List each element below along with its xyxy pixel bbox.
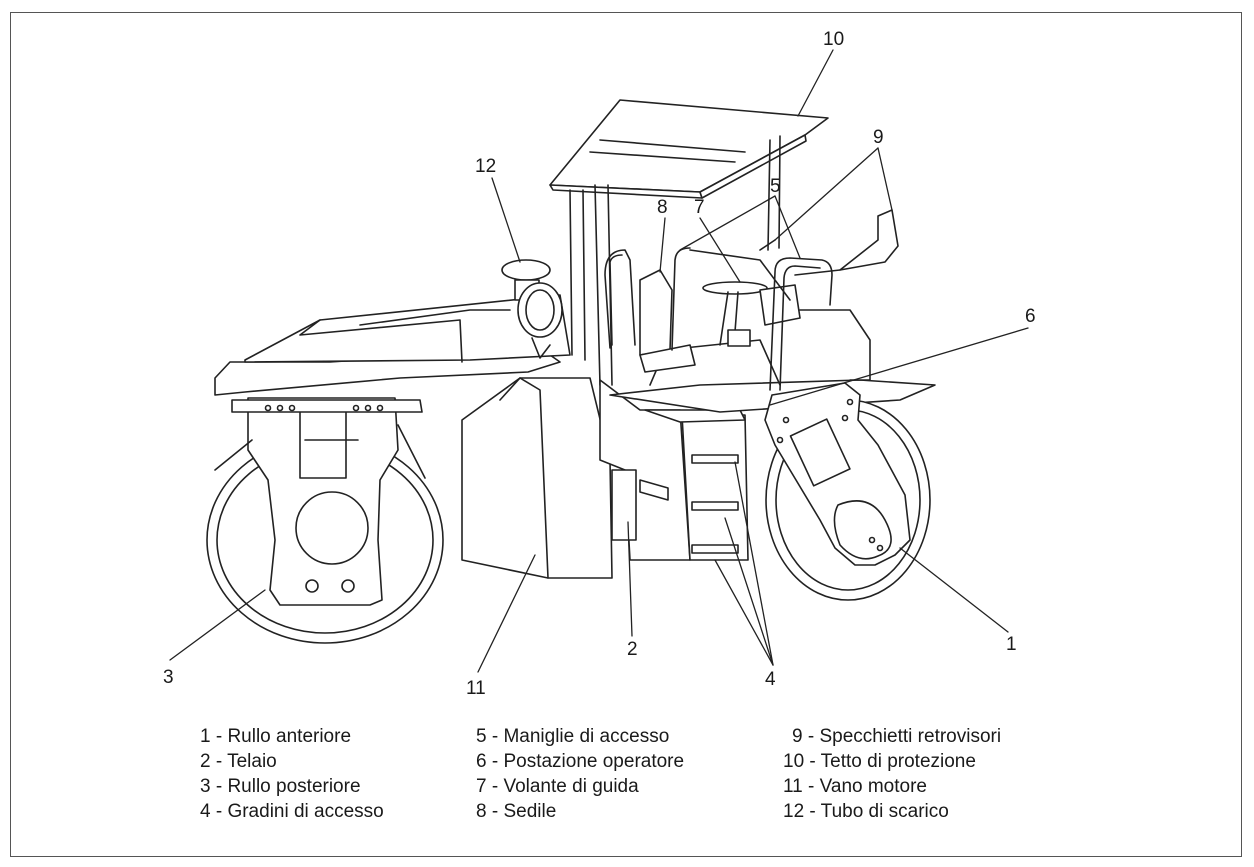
callout-11: 11: [466, 678, 486, 699]
legend-item: 7 - Volante di guida: [476, 776, 639, 797]
callout-4: 4: [765, 669, 776, 690]
legend-item: 12 - Tubo di scarico: [783, 801, 949, 822]
callout-1: 1: [1006, 634, 1017, 655]
callout-5: 5: [770, 176, 781, 197]
callout-2: 2: [627, 639, 638, 660]
legend-item: 6 - Postazione operatore: [476, 751, 685, 772]
rear-drum: [206, 397, 444, 644]
callout-3: 3: [163, 667, 174, 688]
callout-12: 12: [475, 156, 496, 177]
figure-frame: [10, 12, 1242, 857]
steering-wheel: [702, 281, 768, 347]
leader-lines: [169, 49, 1029, 673]
callout-6: 6: [1025, 306, 1036, 327]
callout-9: 9: [873, 127, 884, 148]
legend-item: 1 - Rullo anteriore: [200, 726, 352, 747]
seat: [639, 269, 696, 373]
rear-hood: [214, 294, 571, 396]
legend-item: 5 - Maniglie di accesso: [476, 726, 670, 747]
legend-item: 10 - Tetto di protezione: [783, 751, 976, 772]
chassis: [599, 379, 691, 561]
legend-column-3: 9 - Specchietti retrovisori 10 - Tetto d…: [783, 724, 1001, 824]
front-drum: [764, 309, 931, 601]
legend-column-2: 5 - Maniglie di accesso 6 - Postazione o…: [476, 724, 684, 824]
callout-8: 8: [657, 197, 668, 218]
legend-item: 9 - Specchietti retrovisori: [792, 726, 1002, 747]
legend-column-1: 1 - Rullo anteriore 2 - Telaio 3 - Rullo…: [200, 724, 384, 824]
callout-7: 7: [694, 197, 705, 218]
legend-item: 8 - Sedile: [476, 801, 557, 822]
legend-item: 4 - Gradini di accesso: [200, 801, 384, 822]
access-handles: [604, 247, 833, 391]
exhaust-pipe: [501, 259, 563, 359]
roof-canopy: [549, 99, 829, 199]
callout-10: 10: [823, 29, 844, 50]
legend-item: 3 - Rullo posteriore: [200, 776, 361, 797]
engine-compartment: [461, 377, 613, 579]
legend-item: 2 - Telaio: [200, 751, 277, 772]
legend-item: 11 - Vano motore: [783, 776, 927, 797]
